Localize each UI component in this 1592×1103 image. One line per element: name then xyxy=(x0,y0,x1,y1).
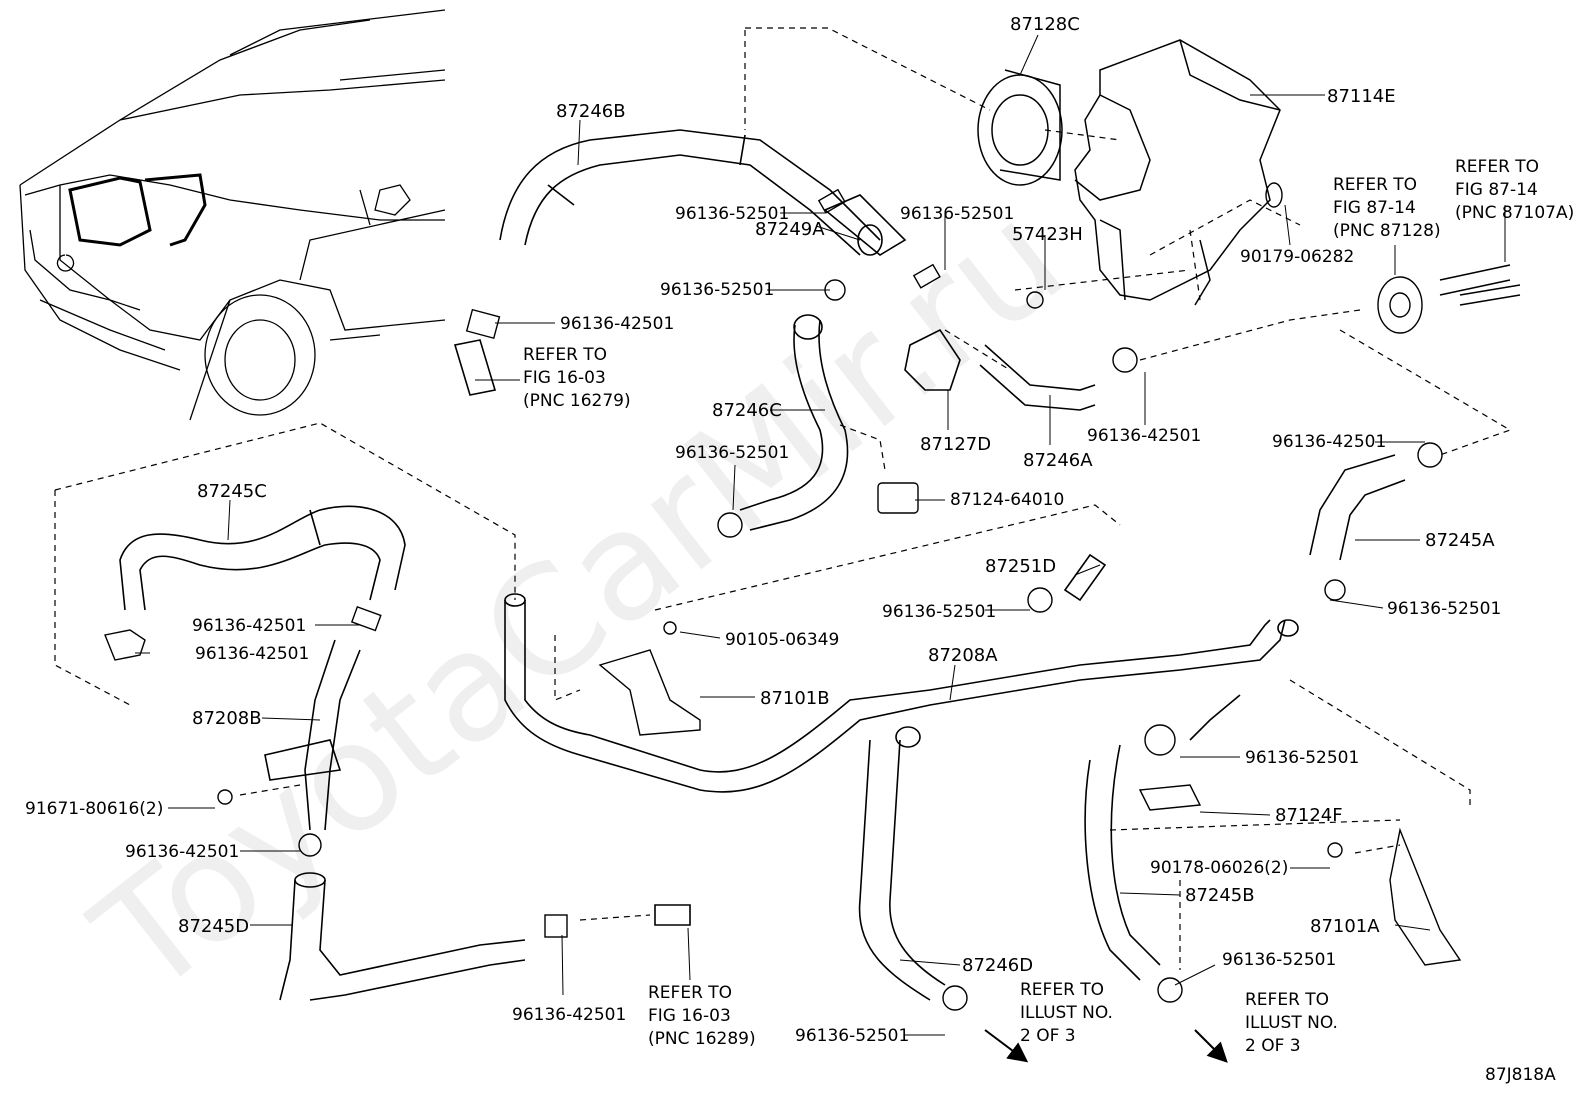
part-label-90179-06282: 90179-06282 xyxy=(1240,247,1354,267)
part-label-87245d: 87245D xyxy=(178,916,249,937)
svg-text:(PNC 87128): (PNC 87128) xyxy=(1333,221,1441,241)
svg-text:FIG 16-03: FIG 16-03 xyxy=(523,368,606,388)
svg-text:(PNC 16289): (PNC 16289) xyxy=(648,1029,756,1049)
svg-text:REFER TO: REFER TO xyxy=(648,983,732,1003)
part-label-87245c: 87245C xyxy=(197,481,267,502)
part-label-96136-52501: 96136-52501 xyxy=(660,280,774,300)
leader-lines xyxy=(135,34,1506,1036)
part-label-87251d: 87251D xyxy=(985,556,1056,577)
part-label-87245b: 87245B xyxy=(1185,885,1255,906)
refer-fig-16-03-pnc-16289: REFER TO FIG 16-03 (PNC 16289) xyxy=(648,983,756,1049)
svg-text:(PNC 16279): (PNC 16279) xyxy=(523,391,631,411)
part-label-96136-52501: 96136-52501 xyxy=(795,1026,909,1046)
part-label-96136-42501: 96136-42501 xyxy=(1087,426,1201,446)
svg-text:FIG 16-03: FIG 16-03 xyxy=(648,1006,731,1026)
part-label-87208a: 87208A xyxy=(928,645,998,666)
svg-text:REFER TO: REFER TO xyxy=(1455,157,1539,177)
part-label-96136-42501: 96136-42501 xyxy=(512,1005,626,1025)
svg-text:FIG 87-14: FIG 87-14 xyxy=(1455,180,1538,200)
part-label-96136-42501: 96136-42501 xyxy=(560,314,674,334)
svg-text:(PNC 87107A): (PNC 87107A) xyxy=(1455,203,1574,223)
part-label-87249a: 87249A xyxy=(755,219,825,240)
reference-frames xyxy=(54,27,1512,970)
part-label-87208b: 87208B xyxy=(192,708,262,729)
part-label-96136-52501: 96136-52501 xyxy=(900,204,1014,224)
part-label-96136-52501: 96136-52501 xyxy=(882,602,996,622)
clamp-drawings xyxy=(104,182,1462,1011)
part-label-96136-42501: 96136-42501 xyxy=(125,842,239,862)
refer-fig-16-03-pnc-16279: REFER TO FIG 16-03 (PNC 16279) xyxy=(523,345,631,411)
part-labels: 87128C 87114E 87246B 96136-52501 96136-5… xyxy=(25,14,1501,1046)
svg-text:REFER TO: REFER TO xyxy=(1333,175,1417,195)
part-label-87101b: 87101B xyxy=(760,688,830,709)
svg-text:ILLUST NO.: ILLUST NO. xyxy=(1245,1013,1338,1033)
svg-text:ILLUST NO.: ILLUST NO. xyxy=(1020,1003,1113,1023)
part-label-87246a: 87246A xyxy=(1023,450,1093,471)
part-label-96136-52501: 96136-52501 xyxy=(1222,950,1336,970)
part-label-57423h: 57423H xyxy=(1012,224,1083,245)
part-label-96136-52501: 96136-52501 xyxy=(675,204,789,224)
part-label-87246d: 87246D xyxy=(962,955,1033,976)
part-label-87246b: 87246B xyxy=(556,101,626,122)
svg-text:FIG 87-14: FIG 87-14 xyxy=(1333,198,1416,218)
part-label-96136-52501: 96136-52501 xyxy=(1245,748,1359,768)
reference-notes: REFER TO FIG 16-03 (PNC 16279) REFER TO … xyxy=(523,157,1574,1056)
part-label-96136-42501: 96136-42501 xyxy=(192,616,306,636)
refer-illust-2-of-3-a: REFER TO ILLUST NO. 2 OF 3 xyxy=(1020,980,1113,1046)
svg-text:REFER TO: REFER TO xyxy=(1020,980,1104,1000)
part-label-87101a: 87101A xyxy=(1310,916,1380,937)
refer-illust-2-of-3-b: REFER TO ILLUST NO. 2 OF 3 xyxy=(1245,990,1338,1056)
svg-text:REFER TO: REFER TO xyxy=(1245,990,1329,1010)
arrow-illust-b xyxy=(1194,1029,1228,1063)
svg-text:2 OF 3: 2 OF 3 xyxy=(1020,1026,1076,1046)
part-label-87114e: 87114E xyxy=(1327,86,1396,107)
part-label-91671-80616: 91671-80616(2) xyxy=(25,799,163,819)
part-label-87246c: 87246C xyxy=(712,400,782,421)
hose-drawings xyxy=(119,129,1521,1001)
figure-code: 87J818A xyxy=(1485,1065,1556,1085)
svg-text:2 OF 3: 2 OF 3 xyxy=(1245,1036,1301,1056)
part-label-90105-06349: 90105-06349 xyxy=(725,630,839,650)
part-label-87124f: 87124F xyxy=(1275,805,1343,826)
part-label-96136-52501: 96136-52501 xyxy=(1387,599,1501,619)
part-label-96136-42501: 96136-42501 xyxy=(1272,432,1386,452)
part-label-87127d: 87127D xyxy=(920,434,991,455)
part-label-90178-06026: 90178-06026(2) xyxy=(1150,858,1288,878)
vehicle-illustration xyxy=(19,9,446,421)
refer-fig-87-14-pnc-87128: REFER TO FIG 87-14 (PNC 87128) xyxy=(1333,175,1441,241)
refer-fig-87-14-pnc-87107a: REFER TO FIG 87-14 (PNC 87107A) xyxy=(1455,157,1574,223)
arrow-illust-a xyxy=(984,1029,1029,1063)
part-label-87128c: 87128C xyxy=(1010,14,1080,35)
part-label-87245a: 87245A xyxy=(1425,530,1495,551)
part-label-96136-42501: 96136-42501 xyxy=(195,644,309,664)
svg-text:REFER TO: REFER TO xyxy=(523,345,607,365)
part-label-87124-64010: 87124-64010 xyxy=(950,490,1064,510)
part-label-96136-52501: 96136-52501 xyxy=(675,443,789,463)
watermark: ToyotaCarMir.ru xyxy=(64,170,1095,1029)
